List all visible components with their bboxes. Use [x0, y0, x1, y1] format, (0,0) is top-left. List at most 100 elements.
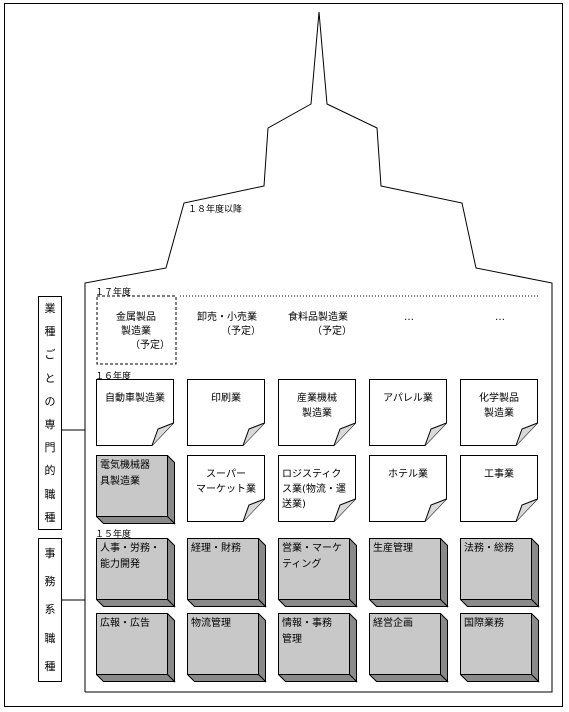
- card-text-line: 能力開発: [100, 559, 140, 570]
- card-text: 産業機械製造業: [282, 391, 352, 421]
- card-text: 工事業: [464, 467, 534, 482]
- card-text-line: 製造業: [484, 408, 514, 419]
- card-shape: [459, 612, 540, 683]
- card-text: 生産管理: [373, 541, 439, 557]
- card-shape: [96, 379, 174, 446]
- side-char: 種: [44, 325, 56, 339]
- job-card: 人事・労務・能力開発: [95, 537, 176, 608]
- card-text-line: ティング: [282, 559, 322, 570]
- job-card: 物流管理: [186, 612, 267, 683]
- card-text-line: 工事業: [484, 469, 514, 480]
- job-card: 国際業務: [459, 612, 540, 683]
- planned-industry: 金属製品製造業 （予定）: [96, 311, 176, 371]
- card-text-line: 経営企画: [373, 618, 413, 629]
- card-text-line: 化学製品: [479, 393, 519, 404]
- industry-card: 化学製品製造業: [460, 379, 538, 446]
- card-text: 人事・労務・能力開発: [100, 541, 166, 573]
- job-card: 広報・広告: [95, 612, 176, 683]
- card-text-line: 国際業務: [464, 618, 504, 629]
- card-text: 広報・広告: [100, 616, 166, 632]
- card-text-line: 情報・事務: [282, 618, 332, 629]
- card-shape: [187, 455, 265, 522]
- year-label-17: １７年度: [95, 288, 132, 298]
- side-char: 職: [44, 631, 56, 645]
- industry-card: 自動車製造業: [96, 379, 174, 446]
- card-text-line: 自動車製造業: [105, 393, 165, 404]
- industry-card: ロジスティクス業(物流・運送業): [278, 455, 356, 522]
- card-shape: [278, 379, 356, 446]
- job-card: 経営企画: [368, 612, 449, 683]
- industry-card: ホテル業: [369, 455, 447, 522]
- card-text: 化学製品製造業: [464, 391, 534, 421]
- side-char: 専: [44, 418, 56, 432]
- card-shape: [277, 537, 358, 608]
- card-text: 経営企画: [373, 616, 439, 632]
- card-shape: [95, 537, 176, 608]
- side-label-specialized: 業種ごとの専門的職種: [38, 296, 62, 530]
- card-text-line: マーケット業: [196, 484, 256, 495]
- planned-industry-line: 食料品製造業: [288, 312, 348, 323]
- card-text-line: 産業機械: [297, 393, 337, 404]
- industry-card: 産業機械製造業: [278, 379, 356, 446]
- card-text-line: 管理: [282, 634, 302, 645]
- outer-frame: [4, 3, 563, 707]
- card-text: 物流管理: [191, 616, 257, 632]
- card-shape: [187, 379, 265, 446]
- job-card: 営業・マーケティング: [277, 537, 358, 608]
- side-char: 門: [44, 441, 56, 455]
- side-char: 務: [44, 575, 56, 589]
- planned-industry-line: …: [404, 312, 414, 323]
- card-shape: [278, 455, 356, 522]
- industry-card: 印刷業: [187, 379, 265, 446]
- card-text-line: ス業(物流・運: [282, 484, 346, 495]
- planned-note: （予定）: [312, 326, 352, 337]
- card-text-line: 広報・広告: [100, 618, 150, 629]
- planned-note: （予定）: [130, 340, 170, 351]
- side-char: 種: [44, 660, 56, 674]
- card-text-line: 人事・労務・: [100, 543, 160, 554]
- card-shape: [95, 612, 176, 683]
- planned-note: （予定）: [221, 326, 261, 337]
- card-shape: [186, 612, 267, 683]
- card-text: 情報・事務管理: [282, 616, 348, 648]
- card-text-line: 具製造業: [100, 476, 140, 487]
- card-text-line: 印刷業: [211, 393, 241, 404]
- side-char: 的: [44, 464, 56, 478]
- planned-industry-line: …: [495, 312, 505, 323]
- planned-industry: …: [460, 311, 540, 371]
- side-label-office: 事務系職種: [38, 538, 62, 682]
- card-text-line: スーパー: [206, 469, 246, 480]
- card-shape: [277, 612, 358, 683]
- card-shape: [459, 537, 540, 608]
- card-shape: [186, 537, 267, 608]
- card-text: 営業・マーケティング: [282, 541, 348, 573]
- card-text: 国際業務: [464, 616, 530, 632]
- planned-industry-line: 金属製品: [116, 312, 156, 323]
- card-text-line: 経理・財務: [191, 543, 241, 554]
- card-text-line: 法務・総務: [464, 543, 514, 554]
- job-card: 法務・総務: [459, 537, 540, 608]
- planned-industry: …: [369, 311, 449, 371]
- card-shape: [460, 379, 538, 446]
- card-shape: [369, 379, 447, 446]
- card-text-line: 送業): [282, 499, 306, 510]
- year-label-18: １８年度以降: [188, 205, 243, 215]
- card-shape: [369, 455, 447, 522]
- card-text: アパレル業: [373, 391, 443, 406]
- industry-card: スーパーマーケット業: [187, 455, 265, 522]
- card-text-line: 物流管理: [191, 618, 231, 629]
- card-text: 法務・総務: [464, 541, 530, 557]
- side-char: の: [44, 394, 56, 408]
- industry-card: 工事業: [460, 455, 538, 522]
- card-text-line: 製造業: [302, 408, 332, 419]
- card-text: ロジスティクス業(物流・運送業): [282, 467, 352, 512]
- side-char: 事: [44, 546, 56, 560]
- planned-industry-line: 製造業: [121, 326, 151, 337]
- side-char: ご: [44, 348, 56, 362]
- card-text: 自動車製造業: [100, 391, 170, 406]
- job-card: 電気機械器具製造業: [95, 454, 176, 525]
- planned-industry: 食料品製造業 （予定）: [278, 311, 358, 371]
- year-label-16: １６年度: [95, 372, 132, 382]
- card-shape: [368, 537, 449, 608]
